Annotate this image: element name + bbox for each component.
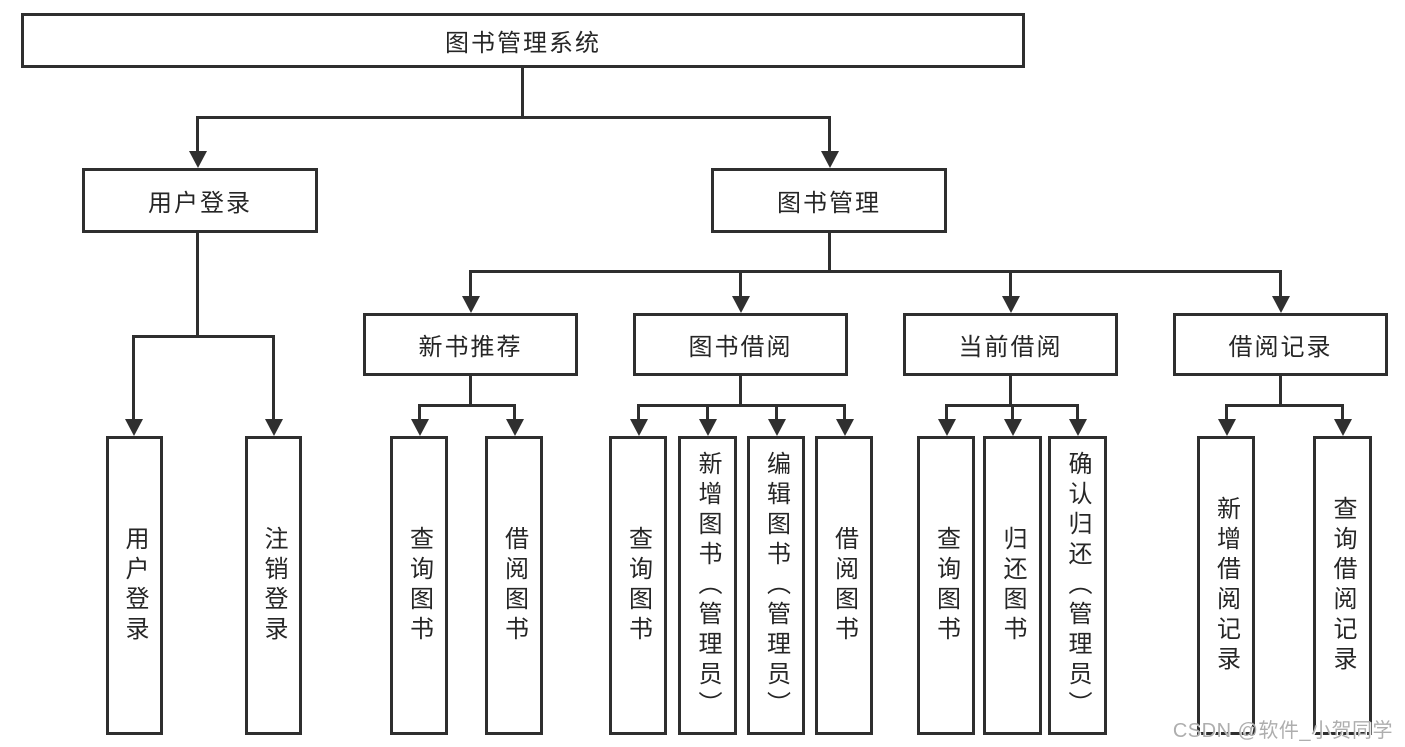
leaf-borrow-books-recommend: 借阅图书 — [485, 436, 543, 735]
connector-stem — [843, 404, 846, 422]
connector-rail — [418, 404, 516, 407]
leaf-query-books-current-label: 查询图书 — [932, 525, 960, 646]
connector-stem — [775, 404, 778, 422]
node-borrow-records: 借阅记录 — [1173, 313, 1388, 376]
connector-level3-rail — [469, 270, 1282, 273]
connector-rail — [1225, 404, 1344, 407]
node-book-borrow: 图书借阅 — [633, 313, 848, 376]
csdn-watermark: CSDN @软件_小贺同学 — [1172, 720, 1393, 742]
node-new-book-recommend-label: 新书推荐 — [418, 334, 523, 361]
connector-stem — [637, 404, 640, 422]
node-user-login-label: 用户登录 — [148, 190, 252, 217]
connector-stem — [828, 116, 831, 153]
arrowhead-down-icon — [125, 419, 143, 436]
arrowhead-down-icon — [1218, 419, 1236, 436]
leaf-add-books-admin: 新增图书（管理员） — [678, 436, 737, 735]
leaf-query-books-borrow: 查询图书 — [609, 436, 667, 735]
node-current-borrow-label: 当前借阅 — [958, 334, 1063, 361]
connector-stem — [739, 270, 742, 298]
node-book-management: 图书管理 — [711, 168, 947, 233]
leaf-query-borrow-record-label: 查询借阅记录 — [1329, 495, 1356, 676]
node-root: 图书管理系统 — [21, 13, 1025, 68]
connector-stem — [1009, 270, 1012, 298]
leaf-borrow-books-label: 借阅图书 — [830, 525, 858, 646]
connector-stem — [1076, 404, 1079, 422]
connector-stem — [132, 335, 135, 421]
connector-stem — [469, 270, 472, 298]
arrowhead-down-icon — [411, 419, 429, 436]
node-current-borrow: 当前借阅 — [903, 313, 1118, 376]
leaf-query-books-recommend: 查询图书 — [390, 436, 448, 735]
arrowhead-down-icon — [1272, 296, 1290, 313]
leaf-edit-books-admin-label: 编辑图书（管理员） — [762, 450, 790, 721]
arrowhead-down-icon — [768, 419, 786, 436]
arrowhead-down-icon — [732, 296, 750, 313]
node-borrow-records-label: 借阅记录 — [1228, 334, 1333, 361]
leaf-user-login-label: 用户登录 — [121, 525, 148, 646]
leaf-query-books-current: 查询图书 — [917, 436, 975, 735]
arrowhead-down-icon — [699, 419, 717, 436]
arrowhead-down-icon — [630, 419, 648, 436]
connector-stem — [1011, 404, 1014, 422]
connector-stub — [1009, 376, 1012, 406]
leaf-user-login: 用户登录 — [106, 436, 163, 735]
connector-stub — [469, 376, 472, 406]
connector-stem — [706, 404, 709, 422]
connector-stem — [513, 404, 516, 422]
arrowhead-down-icon — [1002, 296, 1020, 313]
leaf-return-books: 归还图书 — [983, 436, 1042, 735]
arrowhead-down-icon — [265, 419, 283, 436]
arrowhead-down-icon — [1004, 419, 1022, 436]
connector-user-rail — [132, 335, 275, 338]
connector-stem — [1225, 404, 1228, 422]
leaf-edit-books-admin: 编辑图书（管理员） — [747, 436, 805, 735]
arrowhead-down-icon — [836, 419, 854, 436]
leaf-logout-label: 注销登录 — [260, 525, 287, 646]
leaf-borrow-books-recommend-label: 借阅图书 — [500, 525, 528, 646]
leaf-add-borrow-record: 新增借阅记录 — [1197, 436, 1255, 735]
node-book-borrow-label: 图书借阅 — [688, 334, 793, 361]
connector-level2-rail — [196, 116, 831, 119]
connector-root-stub — [521, 66, 524, 118]
connector-stem — [418, 404, 421, 422]
leaf-add-borrow-record-label: 新增借阅记录 — [1212, 495, 1240, 676]
leaf-logout: 注销登录 — [245, 436, 302, 735]
arrowhead-down-icon — [189, 151, 207, 168]
node-new-book-recommend: 新书推荐 — [363, 313, 578, 376]
node-book-management-label: 图书管理 — [777, 190, 881, 217]
connector-user-stub — [196, 233, 199, 337]
leaf-query-borrow-record: 查询借阅记录 — [1313, 436, 1372, 735]
arrowhead-down-icon — [1069, 419, 1087, 436]
connector-stem — [1341, 404, 1344, 422]
connector-mgmt-stub — [828, 233, 831, 272]
arrowhead-down-icon — [938, 419, 956, 436]
connector-stem — [196, 116, 199, 153]
node-root-label: 图书管理系统 — [445, 30, 601, 57]
connector-stub — [739, 376, 742, 406]
connector-stem — [1279, 270, 1282, 298]
leaf-confirm-return-admin-label: 确认归还（管理员） — [1064, 450, 1091, 721]
arrowhead-down-icon — [506, 419, 524, 436]
node-user-login: 用户登录 — [82, 168, 318, 233]
leaf-borrow-books: 借阅图书 — [815, 436, 873, 735]
leaf-query-books-recommend-label: 查询图书 — [405, 525, 433, 646]
connector-stub — [1279, 376, 1282, 406]
connector-rail — [637, 404, 846, 407]
connector-stem — [272, 335, 275, 421]
arrowhead-down-icon — [1334, 419, 1352, 436]
leaf-return-books-label: 归还图书 — [999, 525, 1026, 646]
arrowhead-down-icon — [462, 296, 480, 313]
leaf-add-books-admin-label: 新增图书（管理员） — [694, 450, 721, 721]
leaf-query-books-borrow-label: 查询图书 — [624, 525, 652, 646]
leaf-confirm-return-admin: 确认归还（管理员） — [1048, 436, 1107, 735]
arrowhead-down-icon — [821, 151, 839, 168]
connector-stem — [945, 404, 948, 422]
